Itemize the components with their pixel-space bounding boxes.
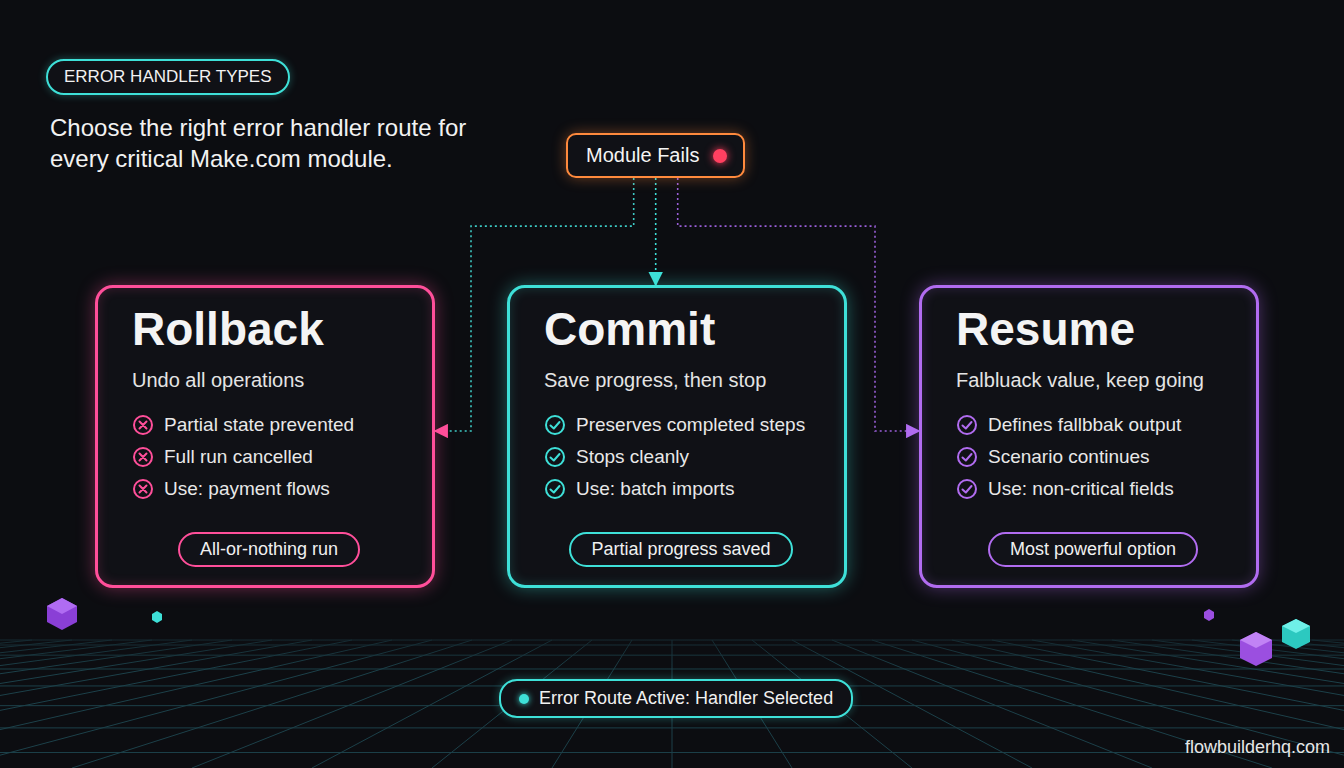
- bullet-row: Defines fallbbak output: [956, 414, 1230, 436]
- cross-icon: [132, 446, 154, 468]
- cube-decoration: [47, 598, 1310, 666]
- bullet-row: Preserves completed steps: [544, 414, 818, 436]
- card-title: Resume: [956, 304, 1230, 355]
- summary-pill: Partial progress saved: [569, 532, 792, 567]
- summary-pill: Most powerful option: [988, 532, 1198, 567]
- node-text: Error Route Active: Handler Selected: [539, 688, 833, 709]
- bullet-text: Preserves completed steps: [576, 414, 805, 436]
- bullet-row: Scenario continues: [956, 446, 1230, 468]
- status-dot: [713, 149, 727, 163]
- bullet-text: Partial state prevented: [164, 414, 354, 436]
- bullet-row: Stops cleanly: [544, 446, 818, 468]
- card-subtitle: Undo all operations: [132, 369, 406, 392]
- handler-card: RollbackUndo all operationsPartial state…: [95, 285, 435, 588]
- section-badge: ERROR HANDLER TYPES: [46, 59, 290, 95]
- summary-pill: All-or-nothing run: [178, 532, 360, 567]
- card-subtitle: Save progress, then stop: [544, 369, 818, 392]
- cross-icon: [132, 414, 154, 436]
- bullet-text: Scenario continues: [988, 446, 1150, 468]
- pill-slot: All-or-nothing run: [132, 518, 406, 567]
- card-title: Commit: [544, 304, 818, 355]
- watermark: flowbuilderhq.com: [1185, 737, 1330, 758]
- check-icon: [544, 446, 566, 468]
- check-icon: [544, 478, 566, 500]
- bullet-text: Use: payment flows: [164, 478, 330, 500]
- trigger-box: Module Fails: [566, 133, 745, 178]
- handler-card: ResumeFalbluack value, keep goingDefines…: [919, 285, 1259, 588]
- handler-card: CommitSave progress, then stopPreserves …: [507, 285, 847, 588]
- status-dot: [519, 694, 529, 704]
- card-subtitle: Falbluack value, keep going: [956, 369, 1230, 392]
- connector: [655, 178, 657, 285]
- pill-slot: Partial progress saved: [544, 518, 818, 567]
- bullet-text: Use: batch imports: [576, 478, 734, 500]
- bullet-row: Use: batch imports: [544, 478, 818, 500]
- heading: Choose the right error handler route for…: [50, 112, 490, 174]
- pill-text: Partial progress saved: [591, 539, 770, 559]
- bullet-text: Defines fallbbak output: [988, 414, 1181, 436]
- cross-icon: [132, 478, 154, 500]
- pill-slot: Most powerful option: [956, 518, 1230, 567]
- pill-text: All-or-nothing run: [200, 539, 338, 559]
- check-icon: [956, 446, 978, 468]
- check-icon: [956, 414, 978, 436]
- bullet-text: Stops cleanly: [576, 446, 689, 468]
- bullet-row: Full run cancelled: [132, 446, 406, 468]
- node-text: ERROR HANDLER TYPES: [64, 67, 272, 87]
- node-text: Module Fails: [586, 144, 699, 167]
- bullet-row: Use: non-critical fields: [956, 478, 1230, 500]
- bullet-row: Partial state prevented: [132, 414, 406, 436]
- check-icon: [956, 478, 978, 500]
- status-pill: Error Route Active: Handler Selected: [499, 679, 853, 718]
- bullet-row: Use: payment flows: [132, 478, 406, 500]
- bullet-text: Full run cancelled: [164, 446, 313, 468]
- pill-text: Most powerful option: [1010, 539, 1176, 559]
- check-icon: [544, 414, 566, 436]
- bullet-text: Use: non-critical fields: [988, 478, 1174, 500]
- card-title: Rollback: [132, 304, 406, 355]
